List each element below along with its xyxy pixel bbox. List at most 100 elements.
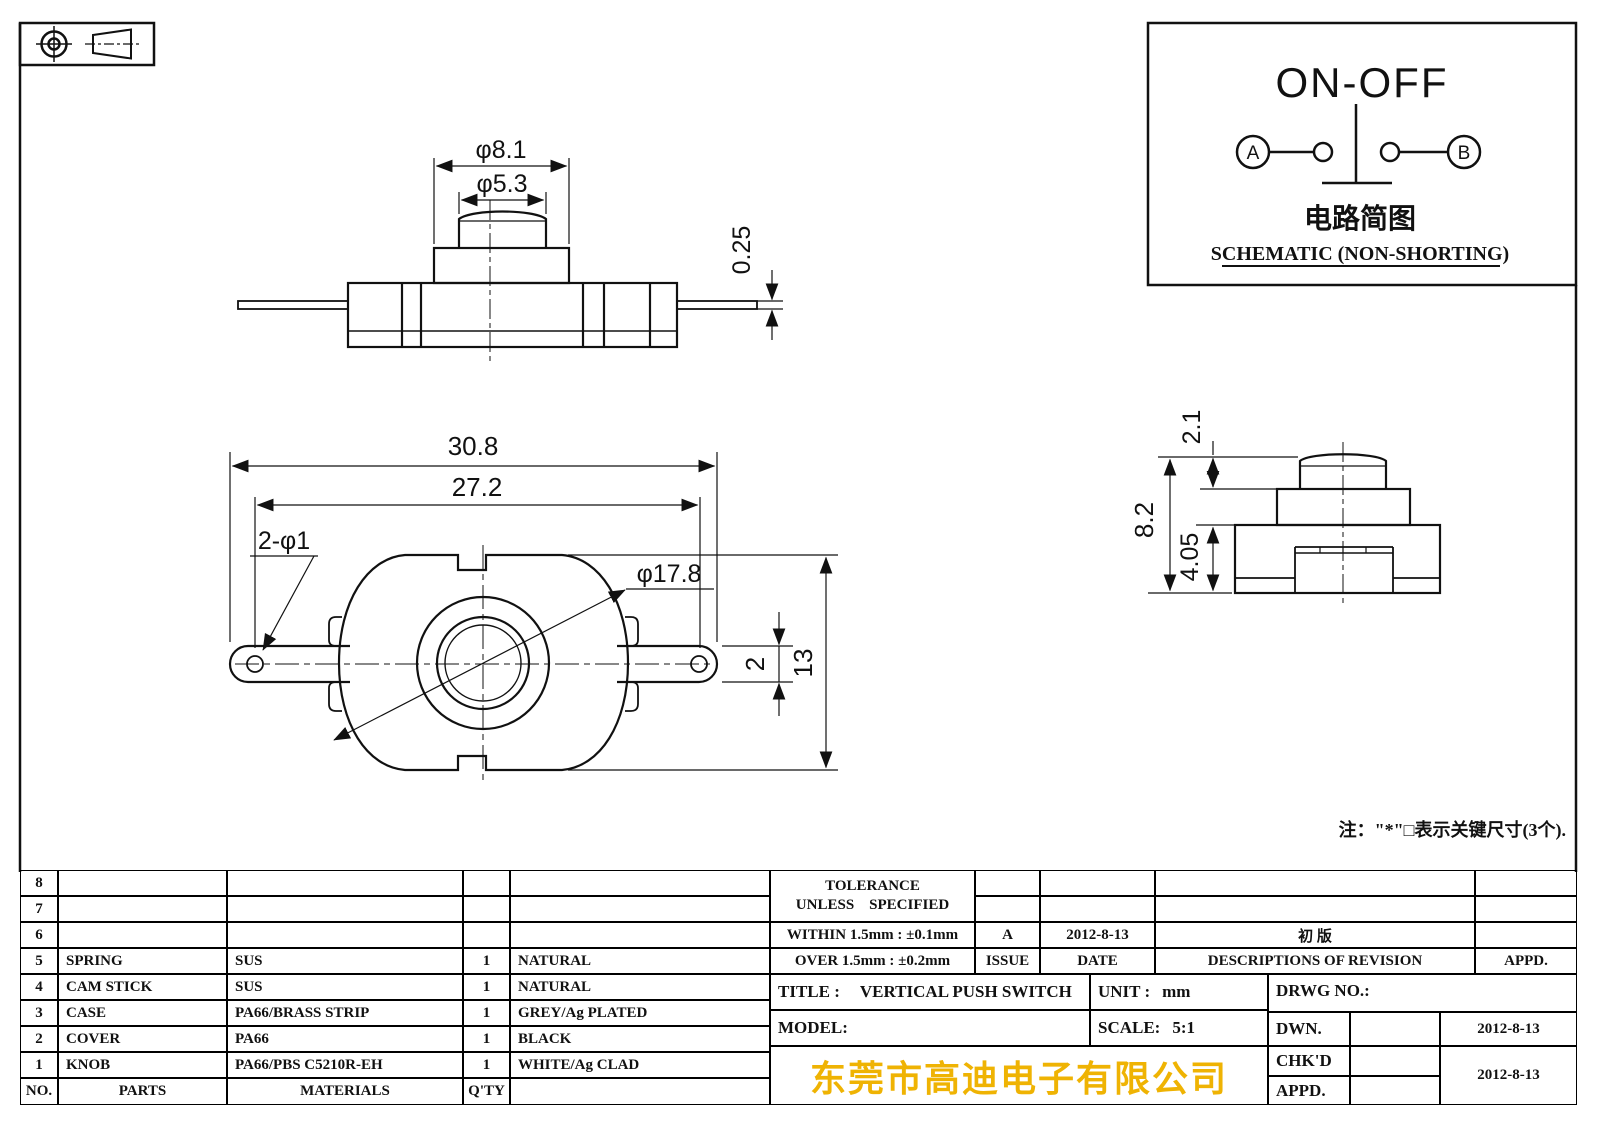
bom-part <box>58 922 227 948</box>
revision-header-desc: DESCRIPTIONS OF REVISION <box>1155 948 1475 974</box>
revision-empty-cell <box>1475 870 1577 896</box>
drwg-no-cell: DRWG NO.: <box>1268 974 1577 1012</box>
schematic-title: ON-OFF <box>1276 59 1449 106</box>
dwn-date: 2012-8-13 <box>1440 1012 1577 1046</box>
bom-color: GREY/Ag PLATED <box>510 1000 770 1026</box>
revision-empty-cell <box>1040 870 1155 896</box>
schematic-caption-en: SCHEMATIC (NON-SHORTING) <box>1211 243 1509 265</box>
bom-no: 3 <box>20 1000 58 1026</box>
dim-2phi1 <box>250 555 318 651</box>
dim-025-text: 0.25 <box>728 226 756 275</box>
bom-header-no: NO. <box>20 1078 58 1105</box>
bom-part: SPRING <box>58 948 227 974</box>
terminal-b-label: B <box>1458 143 1471 164</box>
bom-color: NATURAL <box>510 948 770 974</box>
schematic-caption-cn: 电路简图 <box>1304 202 1416 235</box>
bom-header-parts: PARTS <box>58 1078 227 1105</box>
dim-21-text: 2.1 <box>1178 410 1206 445</box>
bom-material: SUS <box>227 948 463 974</box>
bom-header-color <box>510 1078 770 1105</box>
title-cell: TITLE : VERTICAL PUSH SWITCH <box>770 974 1090 1010</box>
dwn-label: DWN. <box>1268 1012 1350 1046</box>
tolerance-over: OVER 1.5mm : ±0.2mm <box>770 948 975 974</box>
bom-no: 6 <box>20 922 58 948</box>
projection-symbol <box>18 21 156 67</box>
company-name: 东莞市高迪电子有限公司 <box>770 1046 1268 1105</box>
dim-272 <box>254 497 701 648</box>
dim-2phi1-text: 2-φ1 <box>258 527 310 555</box>
revision-header-appd: APPD. <box>1475 948 1577 974</box>
dim-272-text: 27.2 <box>452 472 503 502</box>
title-block-table: 8 7 6 5 SPRING SUS 1 NATURAL 4 CAM STICK… <box>20 870 1577 1105</box>
unit-cell: UNIT : mm <box>1090 974 1268 1010</box>
bom-color <box>510 896 770 922</box>
bom-color: NATURAL <box>510 974 770 1000</box>
dwn-signature <box>1350 1012 1440 1046</box>
bom-color <box>510 922 770 948</box>
dim-13 <box>568 554 838 771</box>
bom-no: 1 <box>20 1052 58 1078</box>
bom-material: PA66/PBS C5210R-EH <box>227 1052 463 1078</box>
bom-no: 8 <box>20 870 58 896</box>
front-view: φ8.1 φ5.3 0.25 <box>237 136 783 363</box>
revision-empty-cell <box>975 896 1040 922</box>
revision-header-issue: ISSUE <box>975 948 1040 974</box>
dim-phi81-text: φ8.1 <box>476 136 527 164</box>
revision-header-date: DATE <box>1040 948 1155 974</box>
bom-part: COVER <box>58 1026 227 1052</box>
chkd-label: CHK'D <box>1268 1046 1350 1076</box>
bom-header-qty: Q'TY <box>463 1078 510 1105</box>
bom-material: PA66 <box>227 1026 463 1052</box>
tolerance-within: WITHIN 1.5mm : ±0.1mm <box>770 922 975 948</box>
revision-description: 初 版 <box>1155 922 1475 948</box>
key-dimension-note: 注："*"□表示关键尺寸(3个). <box>1339 819 1566 841</box>
revision-empty-cell <box>1155 896 1475 922</box>
bom-qty: 1 <box>463 948 510 974</box>
bom-material <box>227 896 463 922</box>
model-cell: MODEL: <box>770 1010 1090 1046</box>
chkd-signature <box>1350 1046 1440 1076</box>
dim-phi178 <box>333 588 714 741</box>
bom-color: BLACK <box>510 1026 770 1052</box>
bom-color: WHITE/Ag CLAD <box>510 1052 770 1078</box>
revision-date: 2012-8-13 <box>1040 922 1155 948</box>
dim-405-text: 4.05 <box>1176 533 1204 582</box>
scale-value: 5:1 <box>1172 1018 1196 1037</box>
bom-qty <box>463 870 510 896</box>
unit-value: mm <box>1162 982 1191 1001</box>
bom-part <box>58 896 227 922</box>
schematic-box: ON-OFF A B 电路简图 SCHEMATIC (NON-SHORTING) <box>1146 21 1578 287</box>
chkd-appd-date: 2012-8-13 <box>1440 1046 1577 1105</box>
dim-308-text: 30.8 <box>448 431 499 461</box>
bom-no: 7 <box>20 896 58 922</box>
bom-part <box>58 870 227 896</box>
bom-no: 5 <box>20 948 58 974</box>
bom-qty: 1 <box>463 974 510 1000</box>
dim-phi81 <box>433 158 570 244</box>
dim-13-text: 13 <box>788 649 818 678</box>
dim-2 <box>722 612 793 716</box>
revision-empty-cell <box>1155 870 1475 896</box>
terminal-a-label: A <box>1247 143 1260 164</box>
bom-material: PA66/BRASS STRIP <box>227 1000 463 1026</box>
drawing-title: VERTICAL PUSH SWITCH <box>859 982 1072 1001</box>
bom-part: CAM STICK <box>58 974 227 1000</box>
bom-header-materials: MATERIALS <box>227 1078 463 1105</box>
revision-empty-cell <box>1475 896 1577 922</box>
appd-label: APPD. <box>1268 1076 1350 1105</box>
bom-color <box>510 870 770 896</box>
bom-material <box>227 922 463 948</box>
bom-no: 4 <box>20 974 58 1000</box>
dim-21 <box>1158 441 1298 490</box>
dim-2-text: 2 <box>740 657 770 671</box>
sheet-border <box>18 23 1578 872</box>
bom-qty: 1 <box>463 1026 510 1052</box>
dim-phi178-text: φ17.8 <box>637 560 702 588</box>
revision-appd <box>1475 922 1577 948</box>
top-view: 30.8 27.2 2-φ1 φ17.8 2 <box>228 431 838 780</box>
side-view: 2.1 8.2 4.05 <box>1129 410 1442 604</box>
bom-qty: 1 <box>463 1000 510 1026</box>
appd-signature <box>1350 1076 1440 1105</box>
bom-no: 2 <box>20 1026 58 1052</box>
